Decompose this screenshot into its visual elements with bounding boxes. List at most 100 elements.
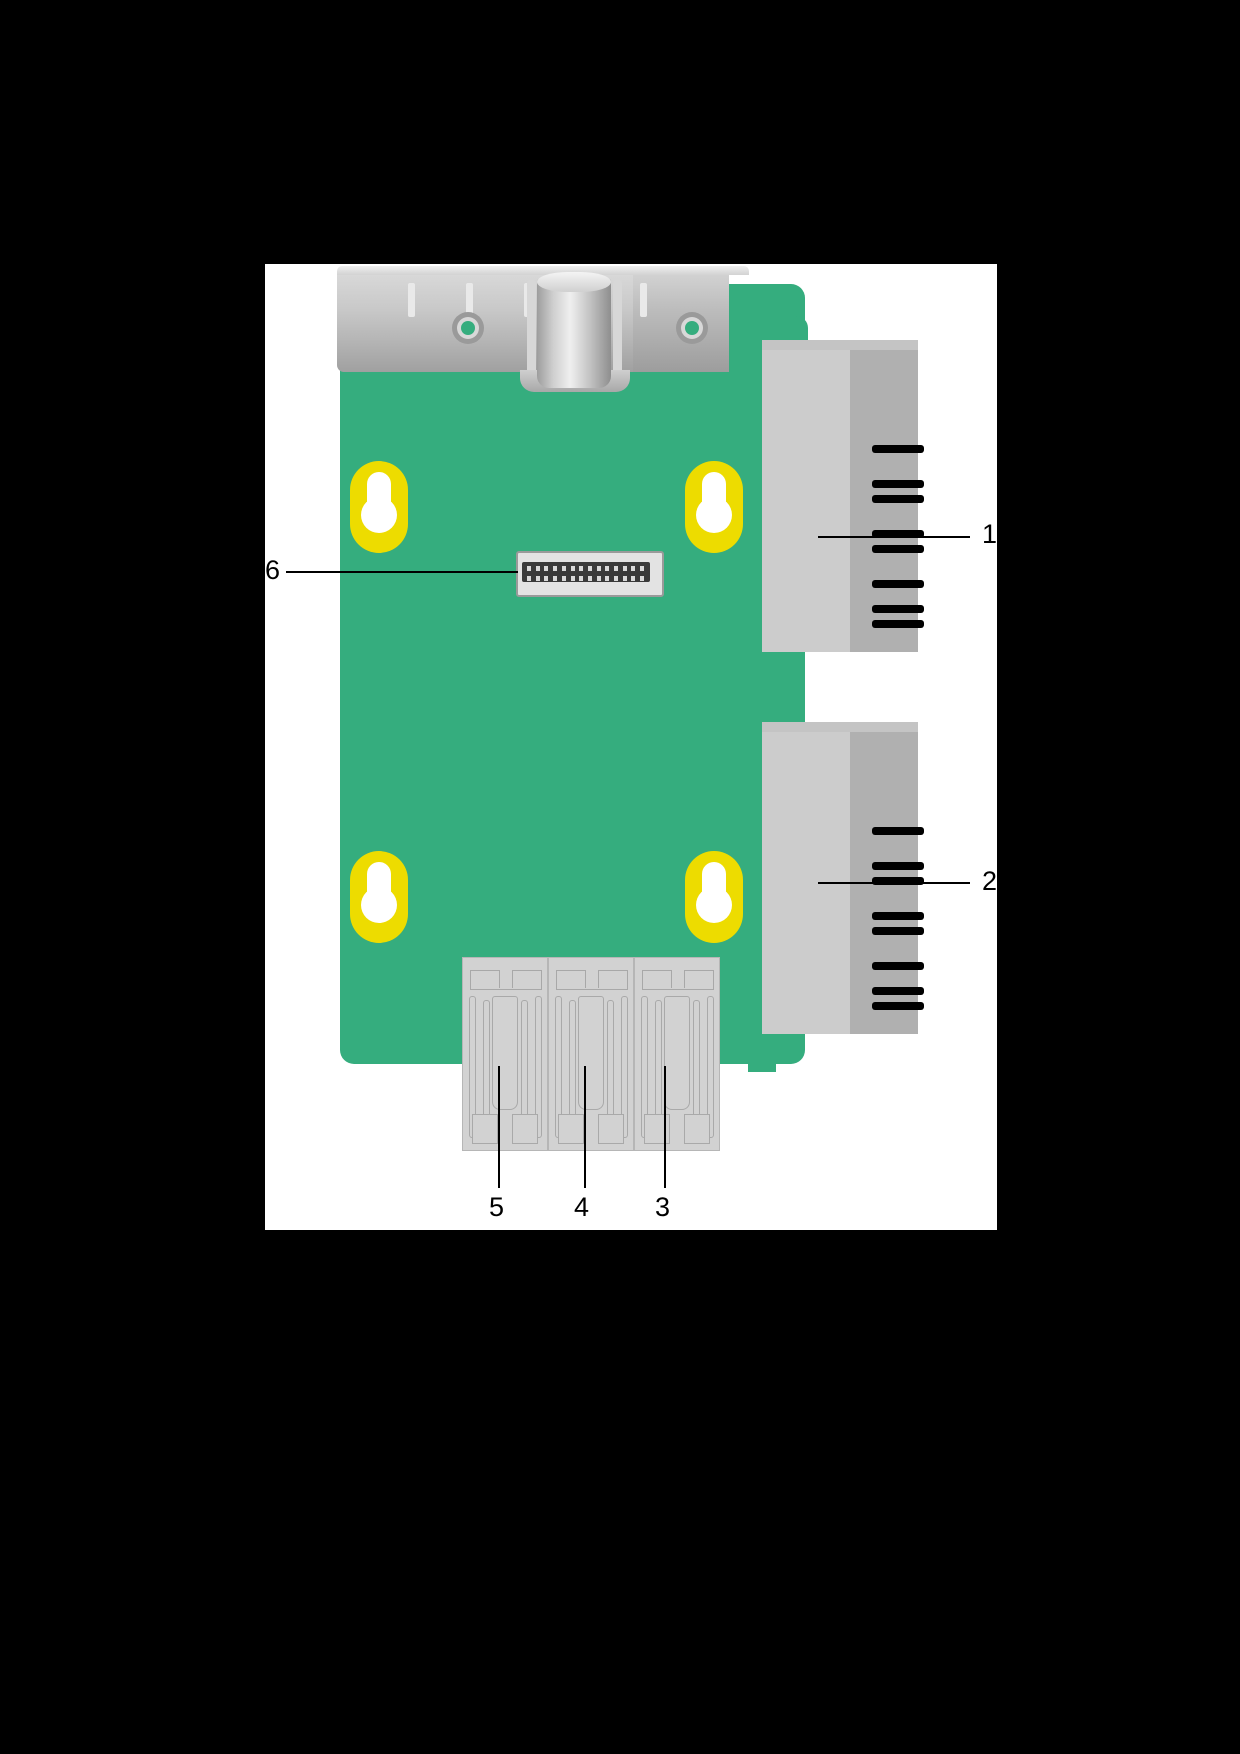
- header-pin: [587, 576, 592, 581]
- connector-pin: [872, 927, 924, 935]
- connector-lip: [762, 340, 918, 350]
- callout-3-leader: [664, 1066, 666, 1188]
- header-pin: [640, 576, 645, 581]
- cage-latch: [664, 996, 690, 1110]
- cage-top-gap: [585, 970, 599, 988]
- pad-hole: [361, 497, 397, 533]
- header-pin: [553, 576, 558, 581]
- callout-number-6: 6: [265, 555, 281, 585]
- connector-pin: [872, 827, 924, 835]
- bracket-vent-slot: [408, 283, 415, 317]
- mounting-bracket-top-edge: [337, 266, 749, 275]
- header-pin: [561, 566, 566, 571]
- cage-top-bar: [642, 970, 714, 990]
- sfp-cage-middle: [548, 957, 634, 1151]
- bracket-vent-slot: [640, 283, 647, 317]
- callout-number-5: 5: [489, 1192, 505, 1222]
- upper-edge-connector: [762, 340, 924, 652]
- header-pin: [544, 566, 549, 571]
- header-pin: [631, 576, 636, 581]
- pad-hole: [696, 887, 732, 923]
- header-pin: [587, 566, 592, 571]
- bracket-screw-right: [676, 312, 708, 344]
- header-pin: [535, 576, 540, 581]
- header-pin: [622, 576, 627, 581]
- header-pin: [553, 566, 558, 571]
- standoff-pad-top-right: [685, 461, 743, 553]
- header-pin: [570, 576, 575, 581]
- pcb-board: [340, 284, 805, 1064]
- callout-5-leader: [498, 1066, 500, 1188]
- connector-pin: [872, 620, 924, 628]
- header-pin: [579, 576, 584, 581]
- lower-edge-connector: [762, 722, 924, 1034]
- header-pin: [579, 566, 584, 571]
- header-pin: [614, 576, 618, 581]
- connector-pin: [872, 912, 924, 920]
- pad-hole: [696, 497, 732, 533]
- connector-pin: [872, 1002, 924, 1010]
- connector-pin: [872, 480, 924, 488]
- connector-pin: [872, 495, 924, 503]
- cage-spring: [621, 996, 628, 1138]
- cage-foot: [558, 1114, 584, 1144]
- cage-top-gap: [499, 970, 513, 988]
- connector-pin: [872, 987, 924, 995]
- bracket-screw-left: [452, 312, 484, 344]
- cage-spring: [707, 996, 714, 1138]
- cage-foot: [598, 1114, 624, 1144]
- retention-post: [537, 278, 611, 388]
- connector-pin: [872, 962, 924, 970]
- standoff-pad-top-left: [350, 461, 408, 553]
- cage-top-bar: [556, 970, 628, 990]
- screw-center: [685, 321, 699, 335]
- cage-foot: [684, 1114, 710, 1144]
- idc-header-pin-field: [522, 562, 650, 582]
- cage-top-bar: [470, 970, 542, 990]
- screw-center: [461, 321, 475, 335]
- header-pin: [570, 566, 575, 571]
- sfp-cage-left: [462, 957, 548, 1151]
- sfp-cage-right: [634, 957, 720, 1151]
- callout-number-4: 4: [574, 1192, 590, 1222]
- cage-latch: [578, 996, 604, 1110]
- cage-latch: [492, 996, 518, 1110]
- header-pin: [631, 566, 636, 571]
- pad-hole: [361, 887, 397, 923]
- cage-top-gap: [671, 970, 685, 988]
- retention-post-cap: [537, 272, 611, 292]
- connector-body-left: [762, 340, 850, 652]
- bracket-vent-slot: [466, 283, 473, 317]
- connector-pin: [872, 545, 924, 553]
- connector-pin: [872, 445, 924, 453]
- header-pin: [640, 566, 645, 571]
- pcb-edge-finger: [748, 1060, 776, 1072]
- header-pin: [605, 576, 610, 581]
- connector-pin: [872, 877, 924, 885]
- connector-pin: [872, 605, 924, 613]
- header-pin: [622, 566, 627, 571]
- standoff-pad-bottom-right: [685, 851, 743, 943]
- post-rib-left: [527, 280, 536, 380]
- connector-body-left: [762, 722, 850, 1034]
- header-pin: [596, 566, 601, 571]
- cage-foot: [472, 1114, 498, 1144]
- connector-lip: [762, 722, 918, 732]
- header-pin: [561, 576, 566, 581]
- cage-foot: [512, 1114, 538, 1144]
- header-pin: [544, 576, 549, 581]
- callout-2-leader: [818, 882, 970, 884]
- header-pin: [605, 566, 610, 571]
- header-pin: [614, 566, 618, 571]
- standoff-pad-bottom-left: [350, 851, 408, 943]
- callout-number-2: 2: [982, 866, 998, 896]
- callout-number-1: 1: [982, 519, 998, 549]
- connector-pin: [872, 580, 924, 588]
- connector-pin: [872, 862, 924, 870]
- pcb-edge-finger: [748, 678, 776, 690]
- callout-6-leader: [286, 571, 518, 573]
- header-pin: [527, 566, 531, 571]
- connector-pin: [872, 530, 924, 538]
- callout-4-leader: [584, 1066, 586, 1188]
